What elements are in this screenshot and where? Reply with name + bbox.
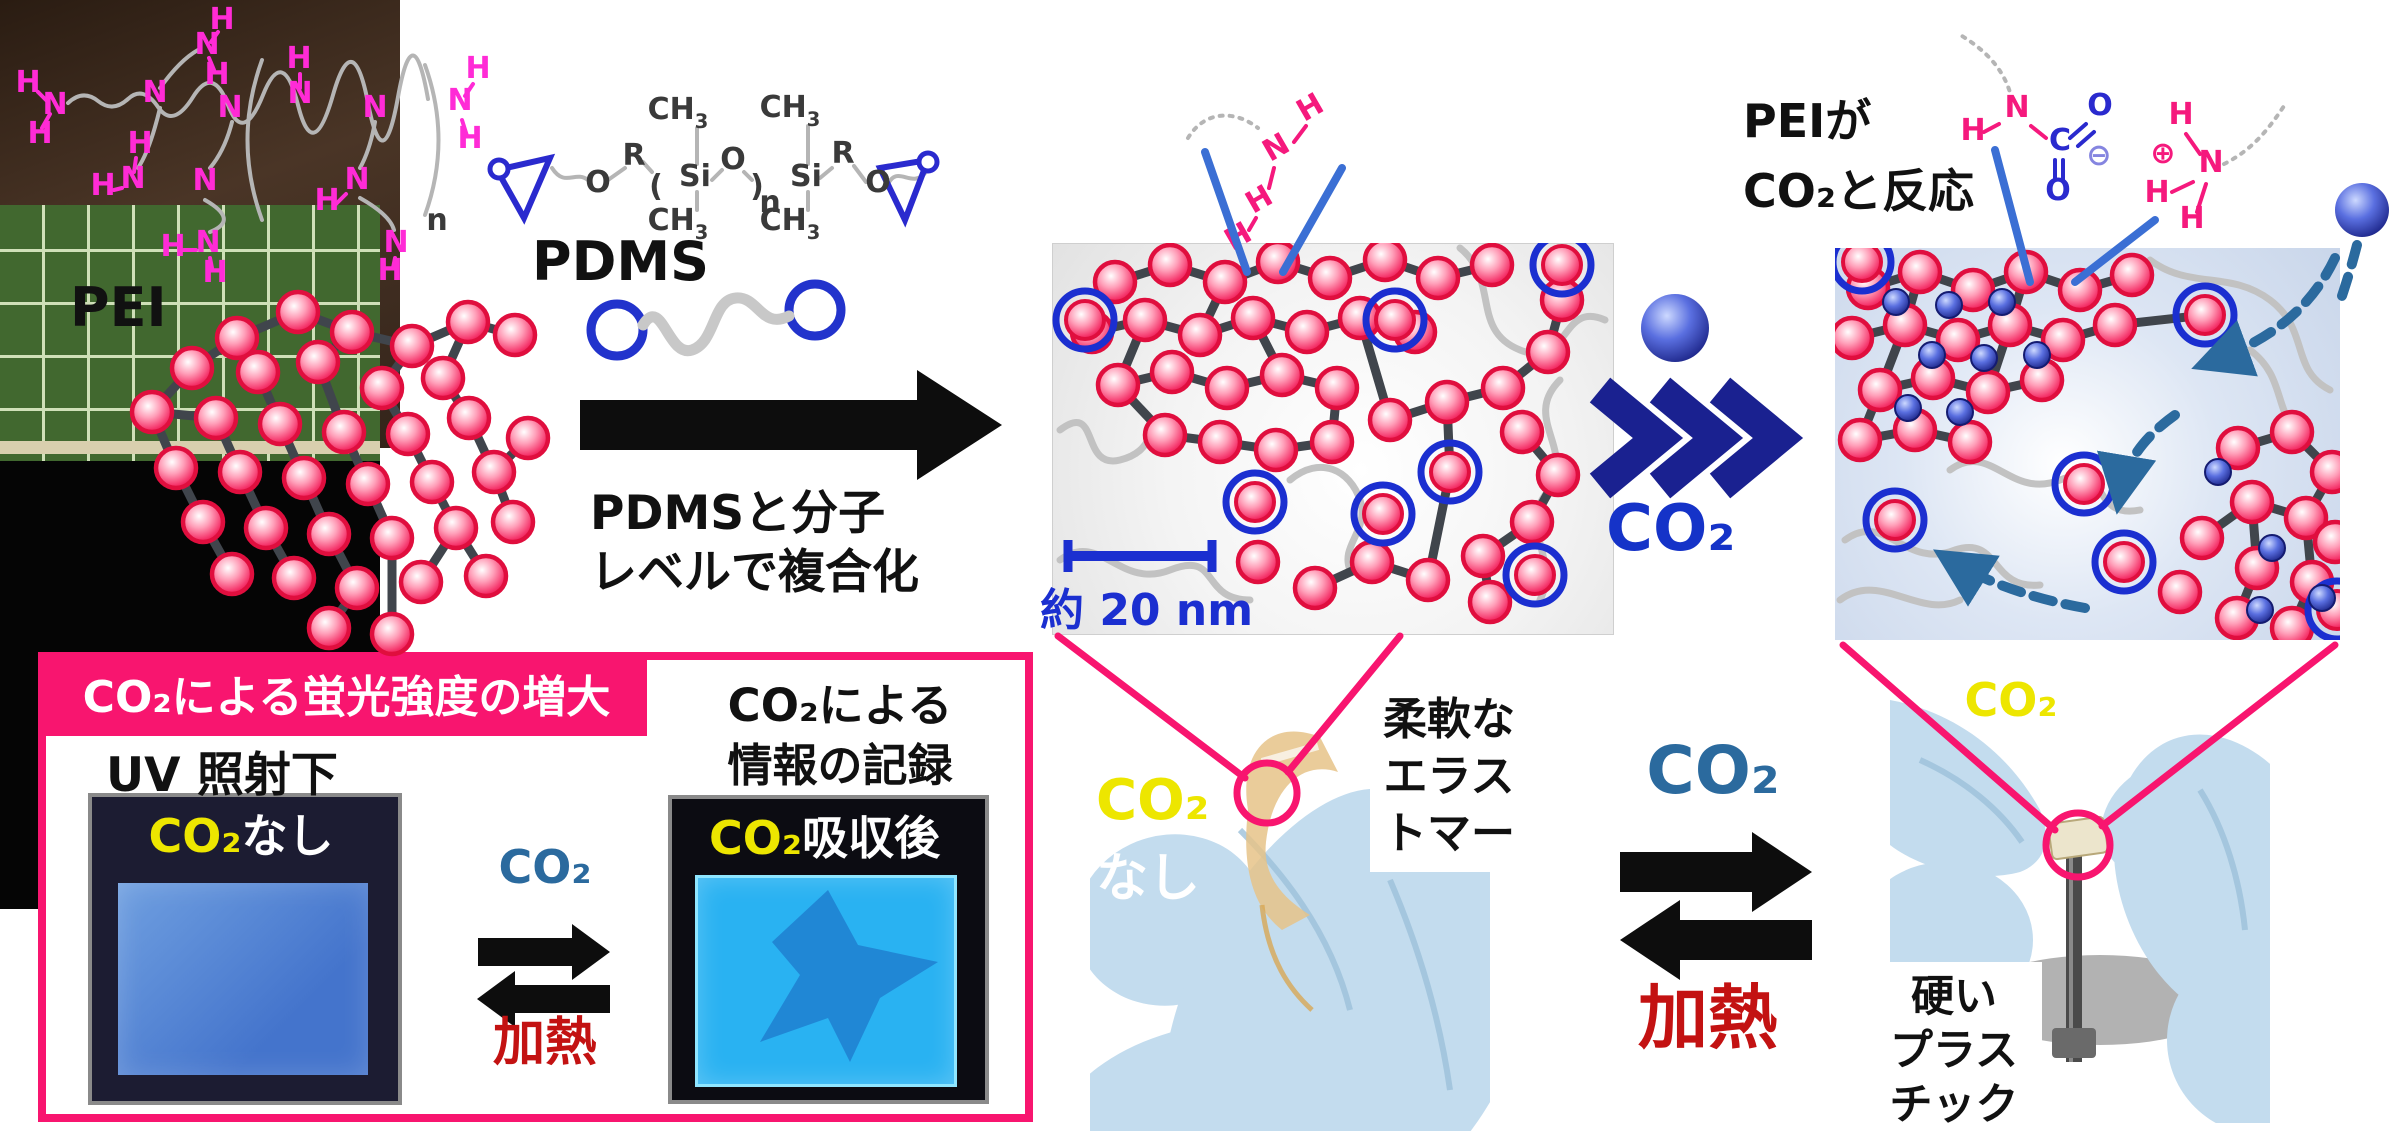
elastomer-co2-label: CO₂ (1096, 768, 1210, 833)
svg-text:n: n (759, 185, 780, 220)
eq1-co2-label: CO₂ (498, 840, 592, 894)
elastomer-caption: 柔軟な エラス トマー (1370, 681, 1528, 872)
co2-flow (1589, 294, 1804, 499)
elastomer-caption-line3: トマー (1383, 808, 1515, 859)
svg-text:O: O (585, 165, 611, 200)
svg-text:): ) (750, 169, 764, 204)
eq2-heat-label: 加熱 (1638, 977, 1778, 1059)
record-caption-line1: CO₂による (727, 679, 953, 732)
svg-text:O: O (2045, 173, 2071, 208)
svg-text:CH3: CH3 (648, 92, 709, 133)
svg-text:H: H (1240, 178, 1279, 221)
elastomer-rest-label: なし (1096, 849, 1201, 909)
co2-absorbed-panel (1835, 248, 2340, 640)
svg-text:R: R (622, 138, 645, 173)
elastomer-caption-line2: エラス (1383, 751, 1515, 802)
plastic-rest: 吸収後 (2057, 673, 2196, 727)
eq1-heat-label: 加熱 (492, 1013, 597, 1073)
svg-text:C: C (2049, 123, 2071, 158)
pdms-label: PDMS (532, 230, 710, 293)
cutting-mat (0, 205, 380, 461)
reaction-caption-line2: CO₂と反応 (1743, 164, 1975, 218)
elastomer-caption-line1: 柔軟な (1383, 694, 1515, 745)
svg-text:O: O (720, 142, 746, 177)
svg-text:⊖: ⊖ (2086, 138, 2111, 173)
plastic-photo-label: CO₂吸収後 (1890, 664, 2270, 730)
uv-caption: UV 照射下 (106, 748, 338, 803)
fluorescence-header: CO₂による蛍光強度の増大 (46, 660, 647, 736)
svg-text:N: N (447, 83, 472, 118)
svg-text:CH3: CH3 (760, 203, 821, 244)
composite-caption: PDMSと分子 レベルで複合化 (590, 484, 919, 602)
plastic-caption-line3: チック (1889, 1080, 2019, 1130)
fluorescent-film-bright (695, 875, 957, 1087)
uv-photo-no-co2 (88, 793, 402, 1105)
composite-caption-line2: レベルで複合化 (590, 545, 919, 600)
plastic-caption: 硬い プラス チック (1866, 962, 2042, 1131)
svg-text:H: H (2144, 175, 2169, 210)
equilibrium-arrows-large (1620, 832, 1812, 980)
record-caption: CO₂による 情報の記録 (655, 676, 1025, 796)
scale-bar-label: 約 20 nm (1040, 585, 1254, 636)
photo1-co2: CO₂ (148, 809, 242, 863)
svg-text:N: N (2198, 145, 2223, 180)
svg-text:⊕: ⊕ (2150, 136, 2175, 171)
svg-text:R: R (831, 136, 854, 171)
composite-caption-line1: PDMSと分子 (590, 486, 886, 541)
svg-text:N: N (1257, 126, 1296, 169)
pei-label: PEI (70, 276, 167, 339)
photo1-label: CO₂なし (88, 800, 394, 866)
photo1-rest: なし (241, 809, 334, 863)
plastic-co2: CO₂ (1964, 673, 2058, 727)
svg-text:O: O (2087, 88, 2113, 123)
plastic-caption-line1: 硬い (1911, 972, 1997, 1022)
svg-text:H: H (2179, 201, 2204, 236)
svg-text:O: O (865, 165, 891, 200)
svg-text:H: H (465, 51, 490, 86)
svg-text:(: ( (649, 169, 663, 204)
photo2-rest: 吸収後 (802, 811, 940, 865)
composite-arrow (580, 370, 1002, 480)
svg-text:N: N (2004, 90, 2029, 125)
co2-flow-label: CO₂ (1606, 492, 1736, 566)
ruler-strip (0, 441, 380, 454)
reaction-caption-line1: PEIが (1743, 94, 1872, 148)
svg-text:Si: Si (790, 159, 822, 194)
svg-text:Si: Si (679, 159, 711, 194)
plastic-caption-line2: プラス (1889, 1026, 2019, 1076)
photo2-label: CO₂吸収後 (668, 802, 981, 868)
reaction-caption: PEIが CO₂と反応 (1743, 86, 1974, 226)
svg-text:CH3: CH3 (760, 90, 821, 131)
photo2-co2: CO₂ (708, 811, 802, 865)
record-caption-line2: 情報の記録 (727, 739, 953, 792)
eq2-co2-label: CO₂ (1646, 732, 1780, 809)
svg-text:H: H (457, 121, 482, 156)
svg-text:H: H (2168, 97, 2193, 132)
fluorescent-film-dim (118, 883, 368, 1075)
svg-text:n: n (426, 203, 447, 238)
svg-text:H: H (1291, 86, 1330, 129)
